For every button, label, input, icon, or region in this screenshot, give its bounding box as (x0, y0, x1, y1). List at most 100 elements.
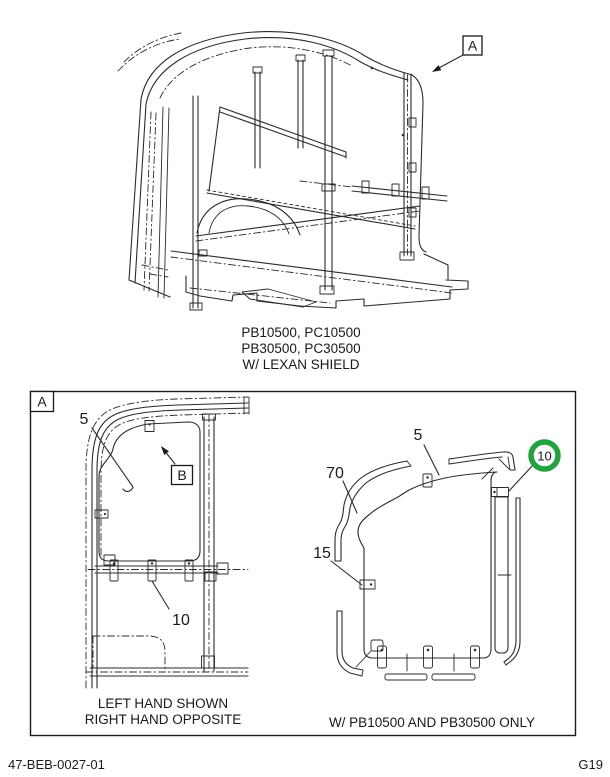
arrowhead-icon (432, 65, 442, 72)
clip-dot (148, 423, 151, 426)
highlight-circle[interactable] (528, 439, 561, 472)
callout-a-box (462, 35, 483, 56)
door-pillar (157, 106, 170, 299)
corner-tick (481, 467, 494, 480)
rear-skin-edge (411, 74, 427, 253)
right-callout-70: 70 (326, 465, 344, 482)
top-strip-detail (448, 456, 516, 471)
clip-dot (426, 476, 429, 479)
l-strip-caps (336, 610, 372, 677)
right-callout-70-leader (342, 480, 358, 514)
top-strip-outer (448, 451, 516, 471)
seat-rail-phantom (299, 180, 353, 188)
roof-edge-inner (145, 37, 409, 105)
left-callout-10: 10 (172, 612, 190, 629)
rivet-dot (370, 66, 374, 70)
rail-joint (204, 571, 217, 582)
rear-pillar-foot (399, 251, 415, 261)
body-edge-inner (96, 407, 249, 689)
platform-bracket (241, 288, 317, 308)
detail-left-view: 5 B 10 LEFT HAND SHOWN RIGHT HAND OPPOSI… (80, 396, 250, 727)
wheel-well-outer (196, 198, 301, 236)
callout-a-leader (436, 54, 464, 70)
floor-front-phantom (170, 256, 453, 294)
pillar-foot (189, 302, 203, 311)
doc-number: 47-BEB-0027-01 (8, 757, 105, 772)
right-callout-5: 5 (414, 427, 423, 444)
detail-panel-border (29, 390, 577, 737)
pillar-foot (319, 285, 335, 295)
roof-phantom-arc (123, 32, 182, 63)
roof-edge-outer (140, 31, 413, 100)
pillar-tab (198, 249, 208, 257)
floor-rear-rail (195, 205, 421, 237)
shield-outline-right-view (357, 471, 498, 659)
roof-phantom-arc2 (117, 38, 181, 72)
callout-a-label: A (468, 38, 478, 54)
panel-label-box (29, 390, 55, 413)
outer-strip-caps (503, 497, 521, 666)
outer-strip-left (503, 497, 517, 663)
body-phantom-inner (100, 412, 249, 556)
wheel-well-phantom (92, 635, 166, 671)
floor-front-edge (170, 250, 453, 288)
left-view-caption-line1: LEFT HAND SHOWN (98, 696, 228, 711)
strip-70-inner (340, 465, 412, 562)
clip-dot (112, 562, 116, 565)
clip-dot (493, 490, 496, 494)
corner-plate (370, 639, 384, 652)
rail-end-fitting (216, 562, 229, 575)
rear-pillar-clip (408, 162, 417, 173)
detail-a-panel: A (29, 390, 577, 737)
l-strip-outer (336, 610, 363, 677)
shield-outline-left-view (98, 421, 201, 562)
rail-clips (109, 559, 194, 582)
lexan-shield-top-edge (219, 106, 347, 158)
center-pillar (324, 55, 333, 291)
bottom-clip (423, 645, 433, 669)
bottom-clip (470, 645, 480, 669)
rear-skin-flare (423, 253, 449, 280)
strip-70-caps (334, 460, 412, 562)
floor-rear-rail-phantom (195, 210, 421, 242)
platform-phantom (189, 287, 331, 304)
bottom-clips (377, 645, 480, 669)
highlight-callout-10[interactable]: 10 (508, 439, 561, 492)
panel-label: A (37, 394, 47, 410)
body-phantom-outer (85, 396, 249, 689)
clip-dot (103, 512, 107, 516)
rail-clip (109, 559, 119, 582)
clip-15 (359, 579, 376, 590)
seat-rail-right (351, 185, 448, 202)
strip-70-outer (334, 460, 408, 562)
platform-outline (185, 275, 469, 309)
clip-dot (369, 583, 373, 586)
callout-a-main: A (432, 35, 483, 72)
tall-strip (494, 496, 509, 654)
roof-bow-2 (297, 59, 304, 149)
floor-line (89, 667, 249, 677)
rail-clip (421, 186, 430, 200)
bow-bracket (295, 54, 306, 62)
bottom-clip (377, 645, 387, 669)
roof-phantom-mid (159, 46, 353, 99)
left-callout-10-leader (151, 580, 170, 610)
interior-left-pillar (192, 95, 199, 309)
callout-b-box (170, 464, 194, 486)
main-caption-line3: W/ LEXAN SHIELD (242, 357, 359, 372)
rear-pillar-clip (408, 117, 417, 128)
top-strip-inner (448, 456, 503, 465)
bracket-10 (491, 487, 509, 497)
clip-dot (380, 648, 384, 652)
body-edge-outer (91, 402, 249, 689)
rail-end-bracket (243, 396, 250, 415)
clip-dot (473, 648, 477, 652)
callout-b: B (161, 446, 194, 486)
arrowhead-icon (161, 446, 169, 455)
rear-pillar-clip (408, 207, 417, 218)
l-strip-inner (341, 610, 364, 671)
lower-strip (384, 673, 428, 681)
wall-phantom-pillar (143, 111, 152, 291)
